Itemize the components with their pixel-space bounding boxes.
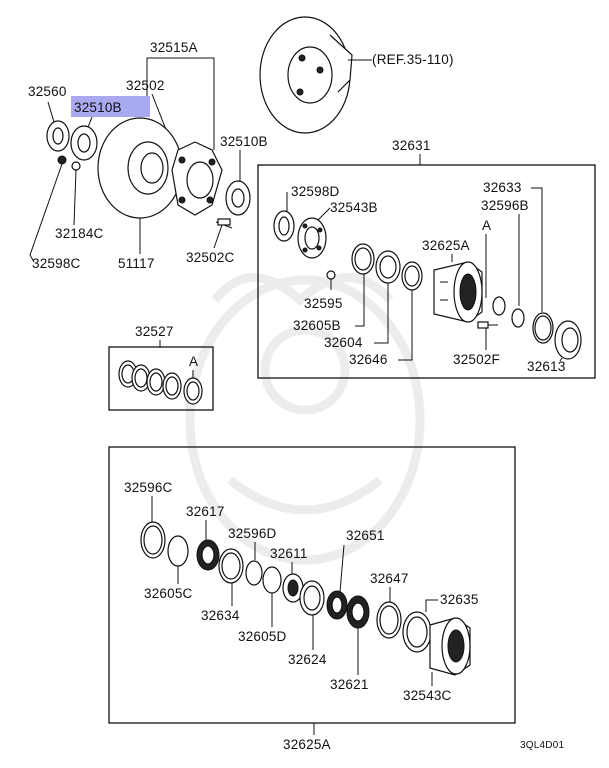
part-32543B[interactable]: 32543B bbox=[330, 200, 378, 215]
part-51117[interactable]: 51117 bbox=[118, 256, 155, 271]
part-32647[interactable]: 32647 bbox=[370, 571, 409, 586]
part-32611[interactable]: 32611 bbox=[270, 546, 308, 561]
plate-32543B bbox=[297, 217, 327, 259]
part-32596D[interactable]: 32596D bbox=[228, 526, 277, 541]
part-32631[interactable]: 32631 bbox=[392, 138, 431, 153]
bolt-32502F bbox=[477, 321, 498, 329]
ref-label: (REF.35-110) bbox=[372, 52, 454, 67]
part-32604[interactable]: 32604 bbox=[324, 335, 363, 350]
part-32596C[interactable]: 32596C bbox=[124, 480, 173, 495]
ring-32647 bbox=[376, 601, 402, 639]
part-32605C[interactable]: 32605C bbox=[144, 586, 193, 601]
part-32633[interactable]: 32633 bbox=[483, 180, 522, 195]
hub-cap-32613 bbox=[554, 320, 582, 360]
part-32502[interactable]: 32502 bbox=[126, 78, 165, 93]
part-32617[interactable]: 32617 bbox=[186, 504, 225, 519]
screw-32595 bbox=[326, 270, 336, 280]
spacer-32604 bbox=[375, 250, 401, 284]
highlight-box bbox=[71, 96, 150, 117]
part-32510B[interactable]: 32510B bbox=[220, 134, 268, 149]
part-32605B[interactable]: 32605B bbox=[293, 318, 341, 333]
part-32596B[interactable]: 32596B bbox=[481, 198, 529, 213]
ring-32596D bbox=[245, 560, 263, 586]
part-32625A-top[interactable]: 32625A bbox=[422, 238, 470, 253]
kit-box-32631 bbox=[257, 164, 596, 379]
part-32598C[interactable]: 32598C bbox=[32, 256, 81, 271]
ring-set-32527 bbox=[118, 360, 203, 405]
roller-bearing-32617 bbox=[196, 539, 220, 571]
bearing-32510B-outer bbox=[225, 180, 251, 216]
part-32634[interactable]: 32634 bbox=[201, 608, 240, 623]
hub-body-32543C bbox=[429, 617, 471, 676]
part-32651[interactable]: 32651 bbox=[346, 528, 385, 543]
rotor-51117 bbox=[97, 117, 183, 219]
snap-ring-32646 bbox=[401, 261, 423, 291]
oil-seal-32560 bbox=[46, 120, 70, 152]
part-32635[interactable]: 32635 bbox=[440, 592, 479, 607]
ring-32596C bbox=[140, 521, 166, 559]
watermark-emblem bbox=[185, 273, 425, 565]
part-32613[interactable]: 32613 bbox=[527, 359, 566, 374]
kit-box-32625A bbox=[108, 446, 516, 724]
hub-flange bbox=[171, 141, 233, 229]
part-32621[interactable]: 32621 bbox=[330, 677, 369, 692]
part-32560[interactable]: 32560 bbox=[28, 84, 67, 99]
washer-32184C bbox=[71, 161, 81, 171]
part-32595[interactable]: 32595 bbox=[304, 296, 343, 311]
ring-32635 bbox=[402, 611, 432, 653]
brake-disc-ref-part bbox=[259, 16, 372, 134]
gear-32621 bbox=[346, 595, 370, 629]
part-32515A[interactable]: 32515A bbox=[150, 40, 198, 55]
free-wheel-hub-32625A bbox=[433, 261, 483, 323]
part-32184C[interactable]: 32184C bbox=[55, 226, 104, 241]
part-32646[interactable]: 32646 bbox=[349, 352, 388, 367]
part-32605D[interactable]: 32605D bbox=[238, 629, 287, 644]
part-32502F[interactable]: 32502F bbox=[453, 352, 500, 367]
part-32543C[interactable]: 32543C bbox=[403, 688, 452, 703]
nut-32598C bbox=[57, 155, 67, 165]
ring-32624 bbox=[299, 580, 325, 616]
part-32502C[interactable]: 32502C bbox=[186, 250, 235, 265]
drawing-code: 3QL4D01 bbox=[520, 740, 564, 751]
ring-32634 bbox=[218, 548, 244, 584]
bearing-32510B-inner bbox=[70, 125, 98, 161]
part-32598D[interactable]: 32598D bbox=[291, 184, 340, 199]
part-32527[interactable]: 32527 bbox=[135, 324, 174, 339]
part-32510B-highlighted[interactable]: 32510B bbox=[74, 100, 122, 115]
label-A-1[interactable]: A bbox=[482, 218, 491, 233]
label-A-2[interactable]: A bbox=[189, 354, 198, 369]
snap-ring-32605C bbox=[167, 535, 189, 567]
part-32625A-bottom[interactable]: 32625A bbox=[283, 737, 331, 752]
part-32624[interactable]: 32624 bbox=[288, 652, 327, 667]
ring-32596B bbox=[511, 308, 525, 328]
snap-ring-32605D bbox=[262, 566, 282, 594]
o-ring-32633 bbox=[532, 312, 554, 344]
bearing-32651 bbox=[326, 590, 348, 620]
snap-ring-32605B bbox=[351, 243, 375, 275]
ring-A-1 bbox=[492, 296, 506, 316]
plate-32611 bbox=[282, 573, 304, 603]
kit-box-32527 bbox=[108, 346, 214, 411]
gasket-32598D bbox=[273, 210, 295, 242]
